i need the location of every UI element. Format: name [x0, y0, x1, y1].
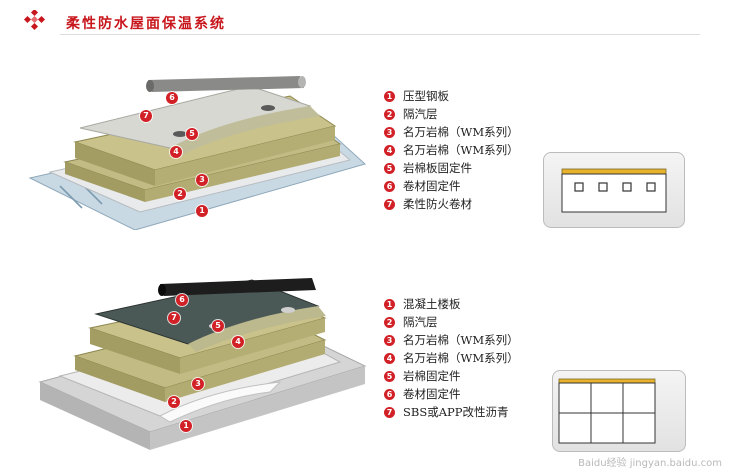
page-title: 柔性防水屋面保温系统	[66, 13, 226, 33]
callout-1: 1	[196, 205, 208, 217]
callout-4: 4	[170, 146, 182, 158]
callout-5: 5	[186, 128, 198, 140]
watermark-text: Baidu经验 jingyan.baidu.com	[578, 454, 722, 469]
callout-4: 4	[232, 336, 244, 348]
title-divider	[60, 34, 700, 35]
callout-7: 7	[140, 110, 152, 122]
logo-icon	[18, 10, 54, 38]
callout-1: 1	[180, 420, 192, 432]
callout-7: 7	[168, 312, 180, 324]
callout-6: 6	[176, 294, 188, 306]
building-section-thumbnail	[552, 370, 686, 452]
roof-section-thumbnail	[543, 152, 685, 228]
callout-3: 3	[196, 174, 208, 186]
callout-2: 2	[168, 396, 180, 408]
callout-3: 3	[192, 378, 204, 390]
callout-6: 6	[166, 92, 178, 104]
callout-5: 5	[212, 320, 224, 332]
roof-diagram-concrete: 6 7 5 4 3 2 1	[20, 270, 380, 460]
roof-diagram-steel-deck: 6 7 5 4 3 2 1	[20, 60, 380, 230]
callout-2: 2	[174, 188, 186, 200]
